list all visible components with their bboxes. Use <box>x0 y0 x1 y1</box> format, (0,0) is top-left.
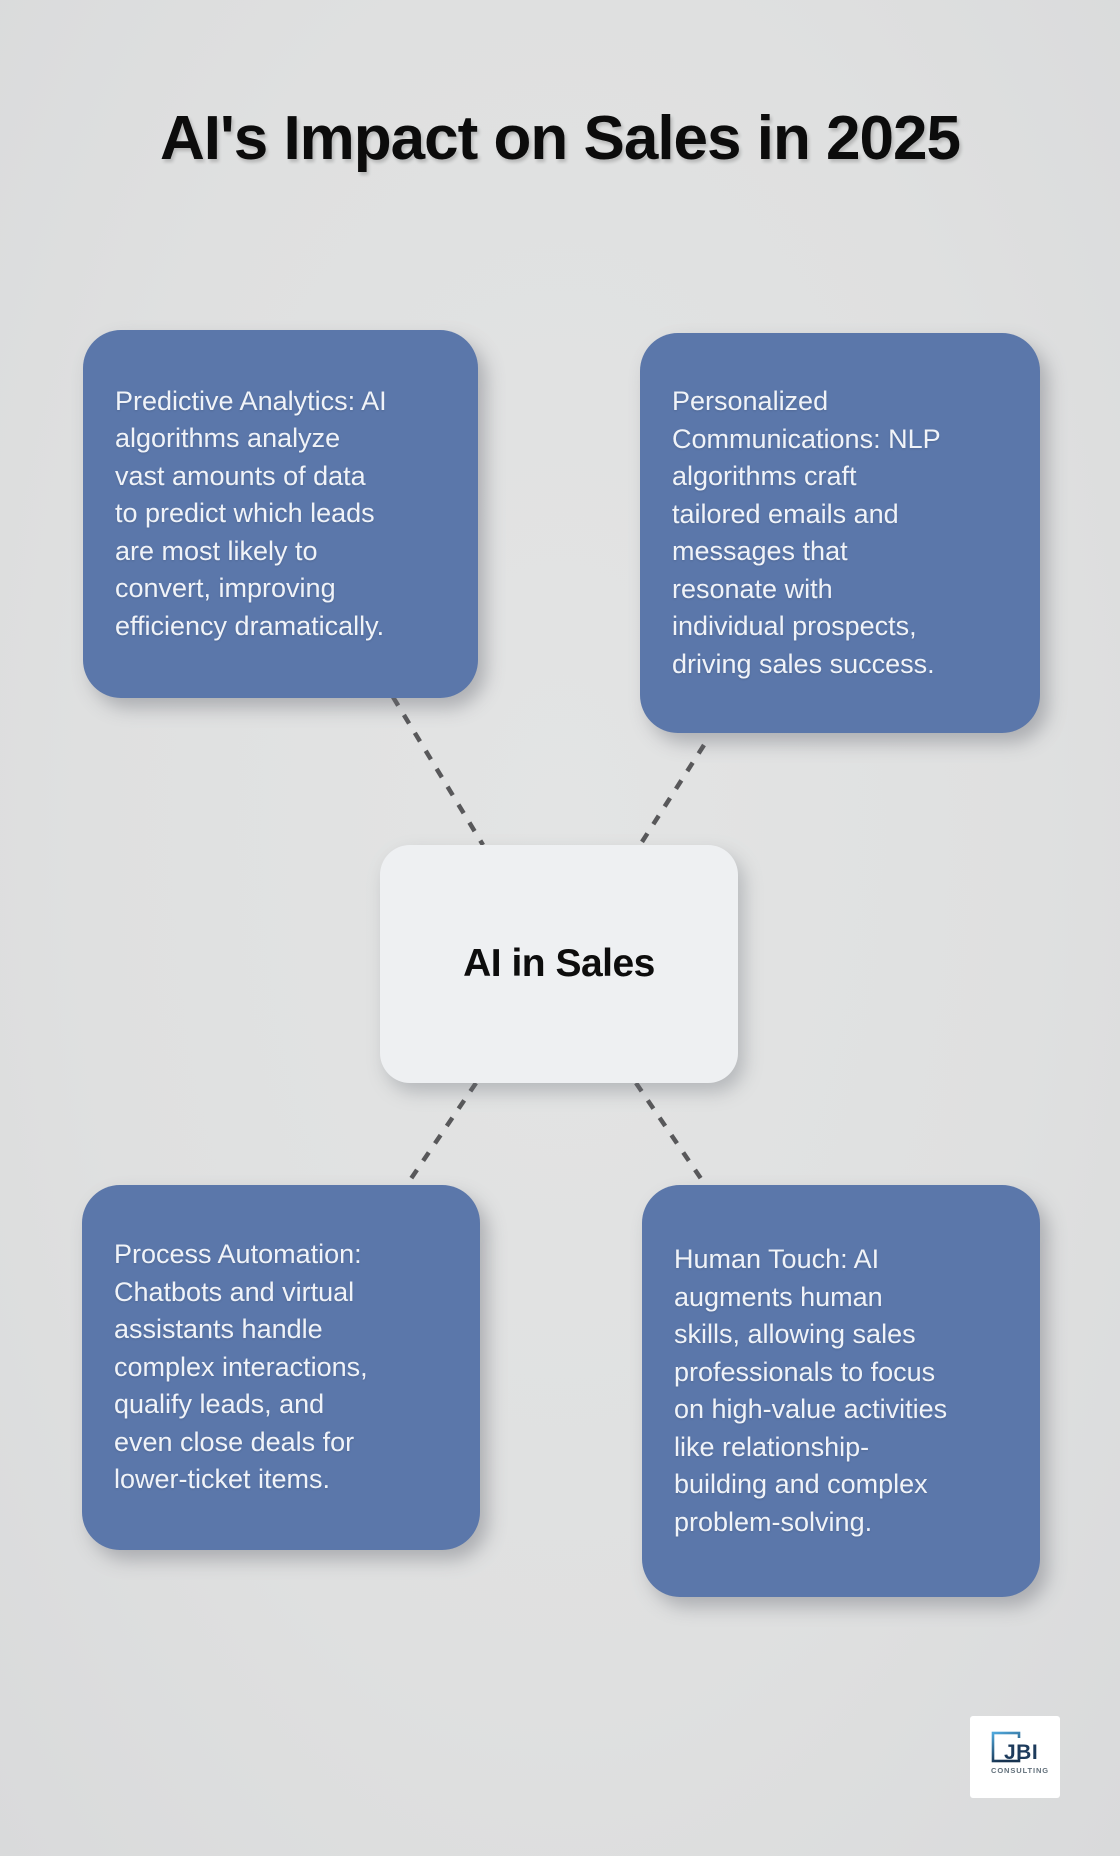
logo-name: JBI <box>1004 1741 1038 1764</box>
connector-top-left <box>391 695 485 847</box>
node-human-touch: Human Touch: AI augments human skills, a… <box>642 1185 1040 1597</box>
node-personalized-communications: Personalized Communications: NLP algorit… <box>640 333 1040 733</box>
node-personalized-communications-text: Personalized Communications: NLP algorit… <box>672 386 941 679</box>
center-node-label: AI in Sales <box>463 942 655 985</box>
node-human-touch-text: Human Touch: AI augments human skills, a… <box>674 1244 948 1537</box>
jbi-consulting-logo: JBI CONSULTING <box>970 1716 1060 1798</box>
connector-bottom-right <box>634 1081 708 1188</box>
page-title: AI's Impact on Sales in 2025 <box>160 104 961 173</box>
center-node: AI in Sales <box>380 845 738 1083</box>
node-predictive-analytics: Predictive Analytics: AI algorithms anal… <box>83 330 478 698</box>
connector-top-right <box>638 743 706 847</box>
logo-square-mask <box>1002 1738 1048 1757</box>
jbi-logo-graphic: JBI CONSULTING <box>991 1731 1049 1775</box>
node-process-automation: Process Automation: Chatbots and virtual… <box>82 1185 480 1550</box>
node-predictive-analytics-text: Predictive Analytics: AI algorithms anal… <box>115 385 387 641</box>
node-process-automation-text: Process Automation: Chatbots and virtual… <box>114 1239 368 1495</box>
logo-subtitle: CONSULTING <box>991 1766 1049 1775</box>
connector-bottom-left <box>404 1081 478 1188</box>
